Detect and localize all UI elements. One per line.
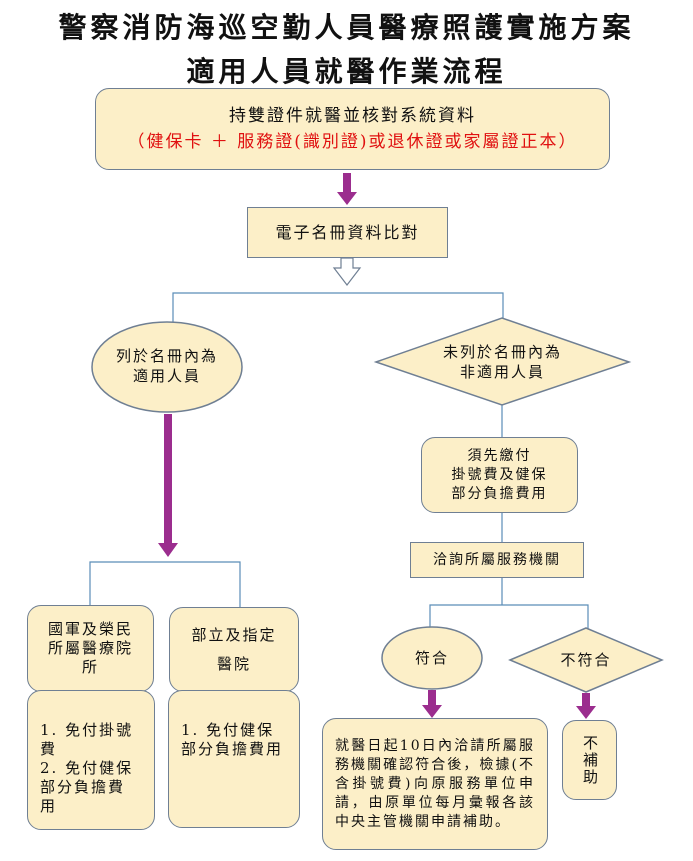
purple-arrows <box>158 173 596 719</box>
title-line1: 警察消防海巡空勤人員醫療照護實施方案 <box>58 11 635 44</box>
unlisted-node: 未列於名冊內為非適用人員 <box>442 343 562 381</box>
consult-box: 洽詢所屬服務機關 <box>410 542 584 578</box>
ministry-hospital-box: 部立及指定醫院 <box>169 607 299 692</box>
step-present-documents: 持雙證件就醫並核對系統資料 （健保卡 ＋ 服務證(識別證)或退休證或家屬證正本） <box>95 88 610 170</box>
nomatch-node: 不符合 <box>560 651 612 669</box>
match-detail-box: 就醫日起10日內洽請所屬服務機關確認符合後，檢據(不含掛號費)向原服務單位申請，… <box>322 718 548 850</box>
hollow-arrow <box>332 257 362 286</box>
no-subsidy-box: 不補助 <box>562 720 617 800</box>
step1-text: 持雙證件就醫並核對系統資料 <box>229 106 476 126</box>
ministry-benefits-box: 1. 免付健保部分負擔費用 <box>168 690 300 828</box>
listed-node: 列於名冊內為適用人員 <box>115 347 218 385</box>
military-hospital-box: 國軍及榮民所屬醫療院所 <box>27 605 154 692</box>
match-node: 符合 <box>414 649 449 667</box>
step-roster-compare: 電子名冊資料比對 <box>247 207 448 258</box>
prepay-box: 須先繳付掛號費及健保部分負擔費用 <box>421 437 578 513</box>
title-line2: 適用人員就醫作業流程 <box>186 55 507 88</box>
step1-note: （健保卡 ＋ 服務證(識別證)或退休證或家屬證正本） <box>127 132 578 152</box>
